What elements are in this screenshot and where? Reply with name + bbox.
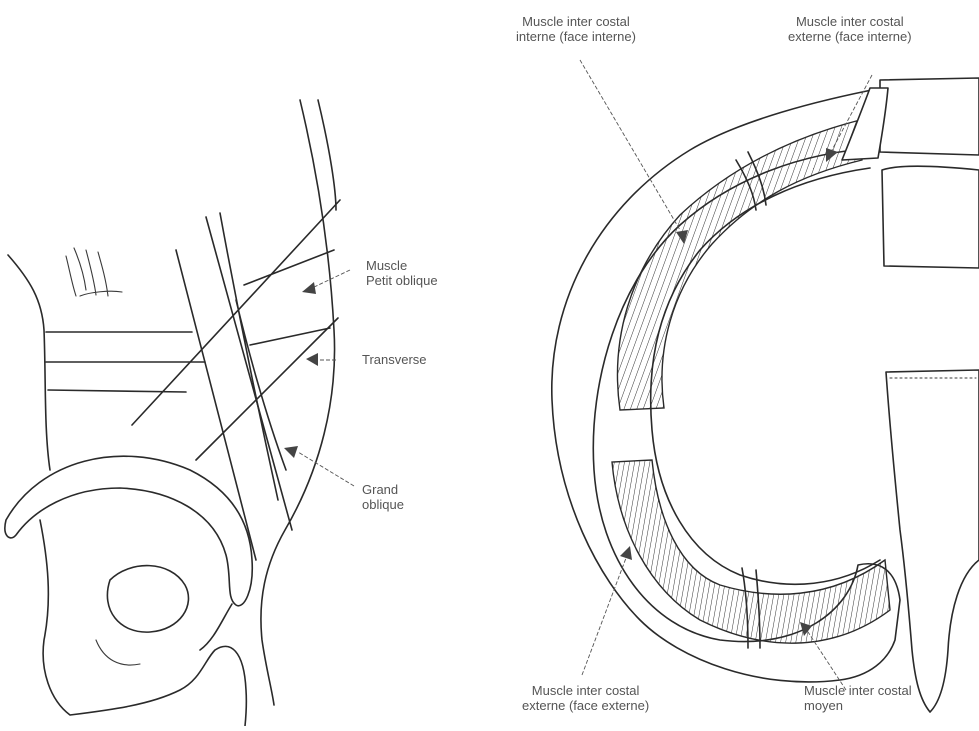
label-ic-interne: Muscle inter costal interne (face intern… [516, 14, 636, 44]
vertebra-top [880, 78, 979, 155]
label-ic-externe-externe: Muscle inter costal externe (face extern… [522, 683, 649, 713]
label-grand-oblique: Grand oblique [362, 482, 404, 512]
label-line: Petit oblique [366, 273, 438, 288]
label-line: interne (face interne) [516, 29, 636, 44]
ic-externe-ext-arrow [620, 546, 632, 560]
label-ic-moyen: Muscle inter costal moyen [804, 683, 912, 713]
label-line: externe (face interne) [788, 29, 912, 44]
acetabulum-detail [96, 640, 140, 665]
sternum-lower [886, 370, 979, 712]
label-line: Muscle inter costal [522, 683, 649, 698]
oblique-band-2 [176, 217, 292, 560]
label-line: moyen [804, 698, 912, 713]
label-line: Grand [362, 482, 404, 497]
vertebra-middle [882, 166, 979, 268]
rib-marks [66, 248, 122, 296]
abdominal-wall-figure [5, 100, 354, 726]
label-line: Muscle inter costal [804, 683, 912, 698]
label-transverse: Transverse [362, 352, 427, 367]
label-line: Muscle inter costal [516, 14, 636, 29]
trunk-outline [261, 100, 335, 705]
transverse-arrow [306, 353, 318, 366]
flank-outline [8, 255, 50, 470]
intercostal-figure [552, 60, 979, 712]
label-ic-externe-interne: Muscle inter costal externe (face intern… [788, 14, 912, 44]
trunk-outline-inner [318, 100, 336, 210]
label-line: oblique [362, 497, 404, 512]
label-line: externe (face externe) [522, 698, 649, 713]
grand-oblique-leader [298, 452, 354, 486]
label-line: Muscle inter costal [788, 14, 912, 29]
pelvic-bone [40, 520, 246, 726]
obturator-foramen [107, 566, 188, 633]
grand-oblique-arrow [284, 446, 298, 458]
petit-oblique-arrow [302, 282, 316, 294]
transverse-fibers [46, 332, 205, 392]
petit-oblique-fibers [132, 200, 340, 460]
label-line: Muscle [366, 258, 438, 273]
label-petit-oblique: Muscle Petit oblique [366, 258, 438, 288]
